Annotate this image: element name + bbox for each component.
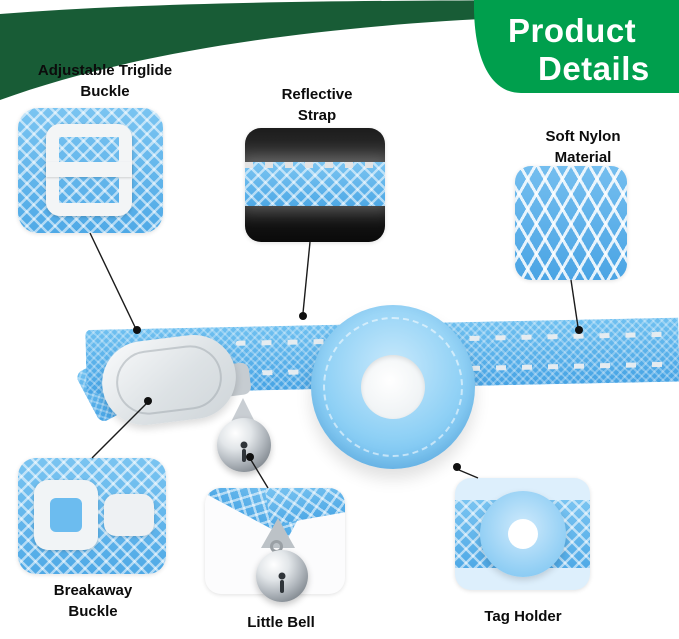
label-tag-holder: Tag Holder [484,608,562,625]
banner-ribbon-dark-swoosh [0,0,679,100]
reflective-stitch-line [245,162,385,168]
triglide-buckle-detail-photo [18,108,163,233]
banner-ribbon-green-block [473,0,679,93]
connector-reflective [302,241,311,314]
reflective-strap-band [245,162,385,206]
label-breakaway-buckle: Breakaway Buckle [53,582,133,620]
banner-title-line1: Product [508,12,637,49]
banner-title: Product Details [508,12,650,88]
breakaway-buckle-detail-photo [18,458,166,574]
airtag-holder-center [361,355,425,419]
reflective-strap-detail-photo [245,128,385,242]
buckle-strap-slot [50,498,82,532]
label-soft-nylon-material: Soft Nylon Material [545,128,621,166]
connector-triglide [89,232,136,328]
bell-detail [256,550,308,602]
label-little-bell: Little Bell [247,614,315,631]
connector-dot-tag [453,463,461,471]
triglide-crossbar [46,162,132,177]
buckle-male-part [104,494,154,536]
label-reflective-strap: Reflective Strap [281,86,353,124]
tag-holder-detail-photo [455,478,590,590]
banner-ribbon [0,0,679,100]
label-adjustable-triglide-buckle: Adjustable Triglide Buckle [37,62,173,100]
airtag-holder [311,305,475,469]
soft-nylon-detail-photo [515,166,627,280]
triglide-frame [46,124,132,216]
little-bell [217,418,271,472]
banner-title-line2: Details [538,49,650,87]
connector-tag [458,469,479,479]
tag-holder-center [508,519,538,549]
connector-dot-reflective [299,312,307,320]
